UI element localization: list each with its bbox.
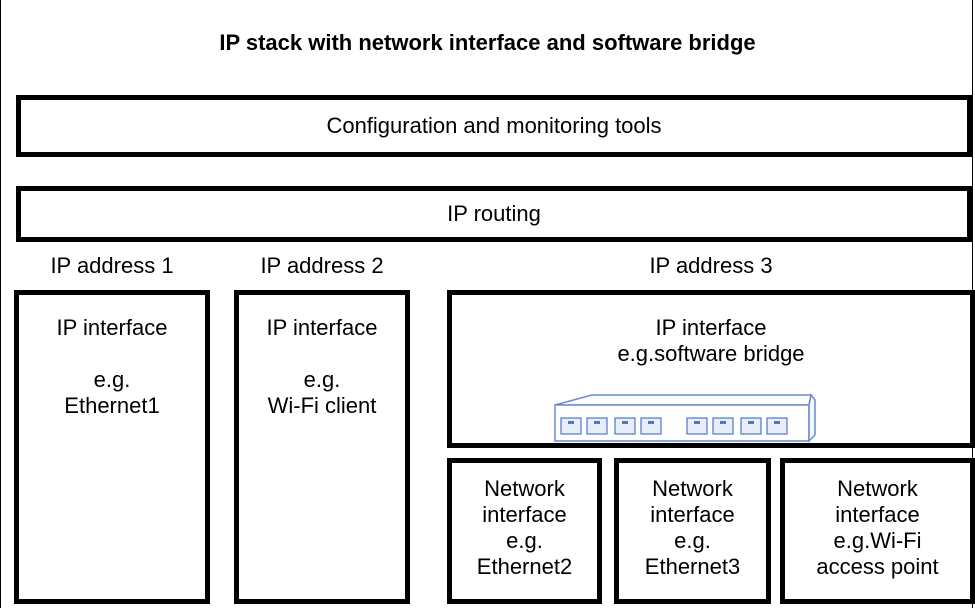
network-interface-2-line3: e.g. — [674, 528, 711, 553]
network-interface-1-line1: Network — [484, 476, 565, 501]
ip-interface-2-eg: e.g. — [303, 367, 341, 392]
config-tools-box: Configuration and monitoring tools — [16, 95, 972, 157]
ip-routing-box: IP routing — [16, 186, 972, 242]
ip-interface-3-box: IP interface e.g.software bridge — [447, 290, 975, 448]
port-8 — [766, 417, 788, 435]
ip-interface-1-example: Ethernet1 — [64, 393, 160, 418]
network-interface-3-line1: Network — [837, 476, 918, 501]
switch-side-face — [808, 393, 816, 443]
ip-interface-1-eg: e.g. — [93, 367, 131, 392]
port-3 — [614, 417, 636, 435]
network-interface-1-line4: Ethernet2 — [476, 554, 573, 579]
switch-top-face — [554, 394, 812, 406]
network-interface-1-line3: e.g. — [506, 528, 543, 553]
switch-ports — [560, 417, 788, 435]
ip-interface-3-example: e.g.software bridge — [617, 341, 805, 366]
network-interface-1-box: Network interface e.g. Ethernet2 — [447, 458, 602, 604]
network-interface-2-line2: interface — [650, 502, 735, 527]
ip-address-2-label: IP address 2 — [260, 253, 384, 278]
network-interface-3-box: Network interface e.g.Wi-Fi access point — [780, 458, 975, 604]
port-5 — [686, 417, 708, 435]
ip-interface-3-title: IP interface — [655, 315, 767, 340]
port-4 — [640, 417, 662, 435]
port-notches — [568, 421, 780, 424]
ip-address-3-label: IP address 3 — [649, 253, 773, 278]
network-interface-2-line4: Ethernet3 — [644, 554, 741, 579]
network-switch-icon — [554, 393, 816, 443]
ip-interface-2-box: IP interface e.g. Wi-Fi client — [234, 290, 410, 604]
network-interface-3-line2: interface — [835, 502, 920, 527]
network-interface-2-line1: Network — [652, 476, 733, 501]
ip-address-1-label: IP address 1 — [50, 253, 174, 278]
port-6 — [712, 417, 734, 435]
port-1 — [560, 417, 582, 435]
ip-interface-2-example: Wi-Fi client — [267, 393, 377, 418]
network-interface-3-line4: access point — [816, 554, 939, 579]
port-7 — [740, 417, 762, 435]
network-interface-2-box: Network interface e.g. Ethernet3 — [614, 458, 771, 604]
config-tools-label: Configuration and monitoring tools — [326, 113, 662, 138]
diagram-title: IP stack with network interface and soft… — [219, 30, 756, 55]
port-2 — [586, 417, 608, 435]
ip-routing-label: IP routing — [447, 201, 541, 226]
ip-interface-1-box: IP interface e.g. Ethernet1 — [14, 290, 210, 604]
ip-interface-2-title: IP interface — [266, 315, 378, 340]
network-interface-3-line3: e.g.Wi-Fi — [833, 528, 922, 553]
ip-interface-1-title: IP interface — [56, 315, 168, 340]
network-interface-1-line2: interface — [482, 502, 567, 527]
